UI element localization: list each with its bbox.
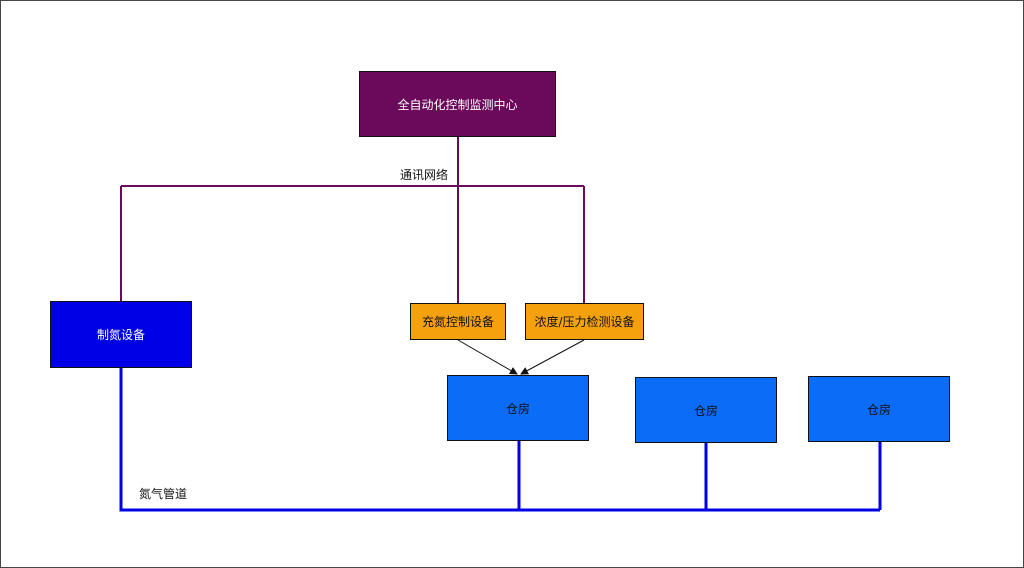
warehouse-label-2: 仓房 xyxy=(693,403,718,418)
fill-control-label: 充氮控制设备 xyxy=(421,315,494,329)
warehouse-node-3[interactable]: 仓房 xyxy=(808,376,950,442)
network-label: 通讯网络 xyxy=(400,168,449,182)
warehouse-label-1: 仓房 xyxy=(505,401,530,416)
arrow-fill-to-warehouse xyxy=(457,339,518,375)
arrow-detector-to-warehouse xyxy=(520,339,585,375)
warehouse-label-3: 仓房 xyxy=(866,402,891,417)
fill-control-node[interactable]: 充氮控制设备 xyxy=(410,303,506,340)
warehouse-node-1[interactable]: 仓房 xyxy=(447,375,589,441)
network-lines xyxy=(120,137,585,303)
control-center-label: 全自动化控制监测中心 xyxy=(397,97,518,112)
nitrogen-maker-node[interactable]: 制氮设备 xyxy=(50,301,192,368)
nitrogen-maker-label: 制氮设备 xyxy=(96,328,145,342)
pressure-detect-label: 浓度/压力检测设备 xyxy=(534,315,635,329)
pipe-label: 氮气管道 xyxy=(139,487,188,501)
control-center-node[interactable]: 全自动化控制监测中心 xyxy=(359,71,556,137)
pipe-lines xyxy=(119,368,882,512)
pipe-main xyxy=(119,368,880,512)
arrow-lines xyxy=(457,339,585,375)
pressure-detect-node[interactable]: 浓度/压力检测设备 xyxy=(525,303,644,340)
warehouse-node-2[interactable]: 仓房 xyxy=(635,377,777,443)
